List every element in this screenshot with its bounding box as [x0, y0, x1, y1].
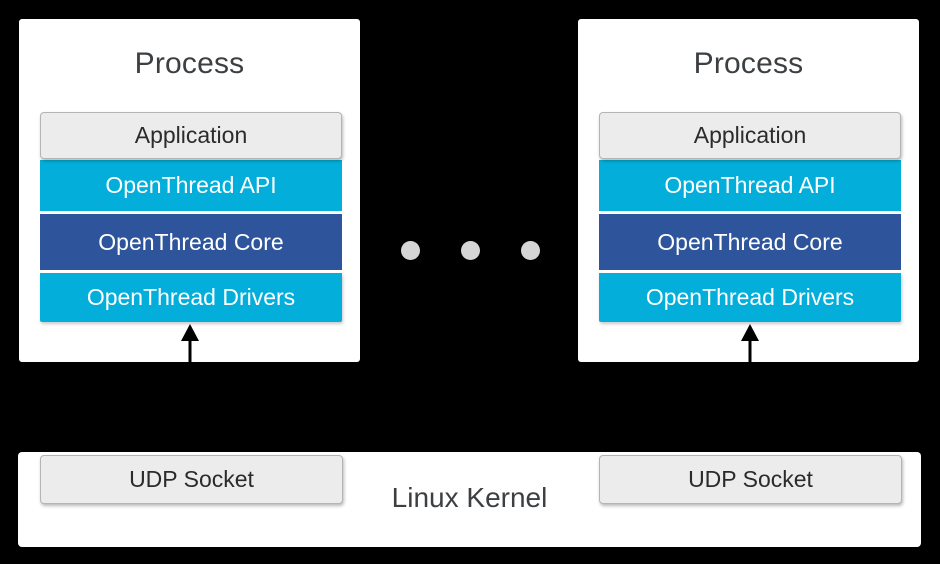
layer-application-right: Application — [599, 112, 901, 159]
layer-openthread-core-left: OpenThread Core — [40, 214, 342, 270]
layer-openthread-api-right: OpenThread API — [599, 160, 901, 211]
layer-openthread-core-right: OpenThread Core — [599, 214, 901, 270]
layer-openthread-drivers-left: OpenThread Drivers — [40, 273, 342, 322]
process-card-left: Process Application OpenThread API OpenT… — [19, 19, 360, 362]
ellipsis-dot-3 — [521, 241, 540, 260]
process-title-left: Process — [134, 47, 245, 80]
arrow-left-kernel-to-drivers — [181, 324, 199, 380]
linux-kernel-panel: Linux Kernel UDP Socket UDP Socket — [18, 452, 921, 547]
ellipsis-dot-1 — [401, 241, 420, 260]
udp-socket-right: UDP Socket — [599, 455, 902, 504]
openthread-stack-left: Application OpenThread API OpenThread Co… — [40, 112, 342, 322]
process-card-right: Process Application OpenThread API OpenT… — [578, 19, 919, 362]
layer-openthread-api-left: OpenThread API — [40, 160, 342, 211]
layer-openthread-drivers-right: OpenThread Drivers — [599, 273, 901, 322]
layer-application-left: Application — [40, 112, 342, 159]
ellipsis-dot-2 — [461, 241, 480, 260]
linux-kernel-title: Linux Kernel — [391, 482, 548, 513]
openthread-stack-right: Application OpenThread API OpenThread Co… — [599, 112, 901, 322]
more-processes-ellipsis — [401, 241, 540, 261]
udp-socket-left: UDP Socket — [40, 455, 343, 504]
arrow-right-kernel-to-drivers — [741, 324, 759, 380]
process-title-right: Process — [693, 47, 804, 80]
